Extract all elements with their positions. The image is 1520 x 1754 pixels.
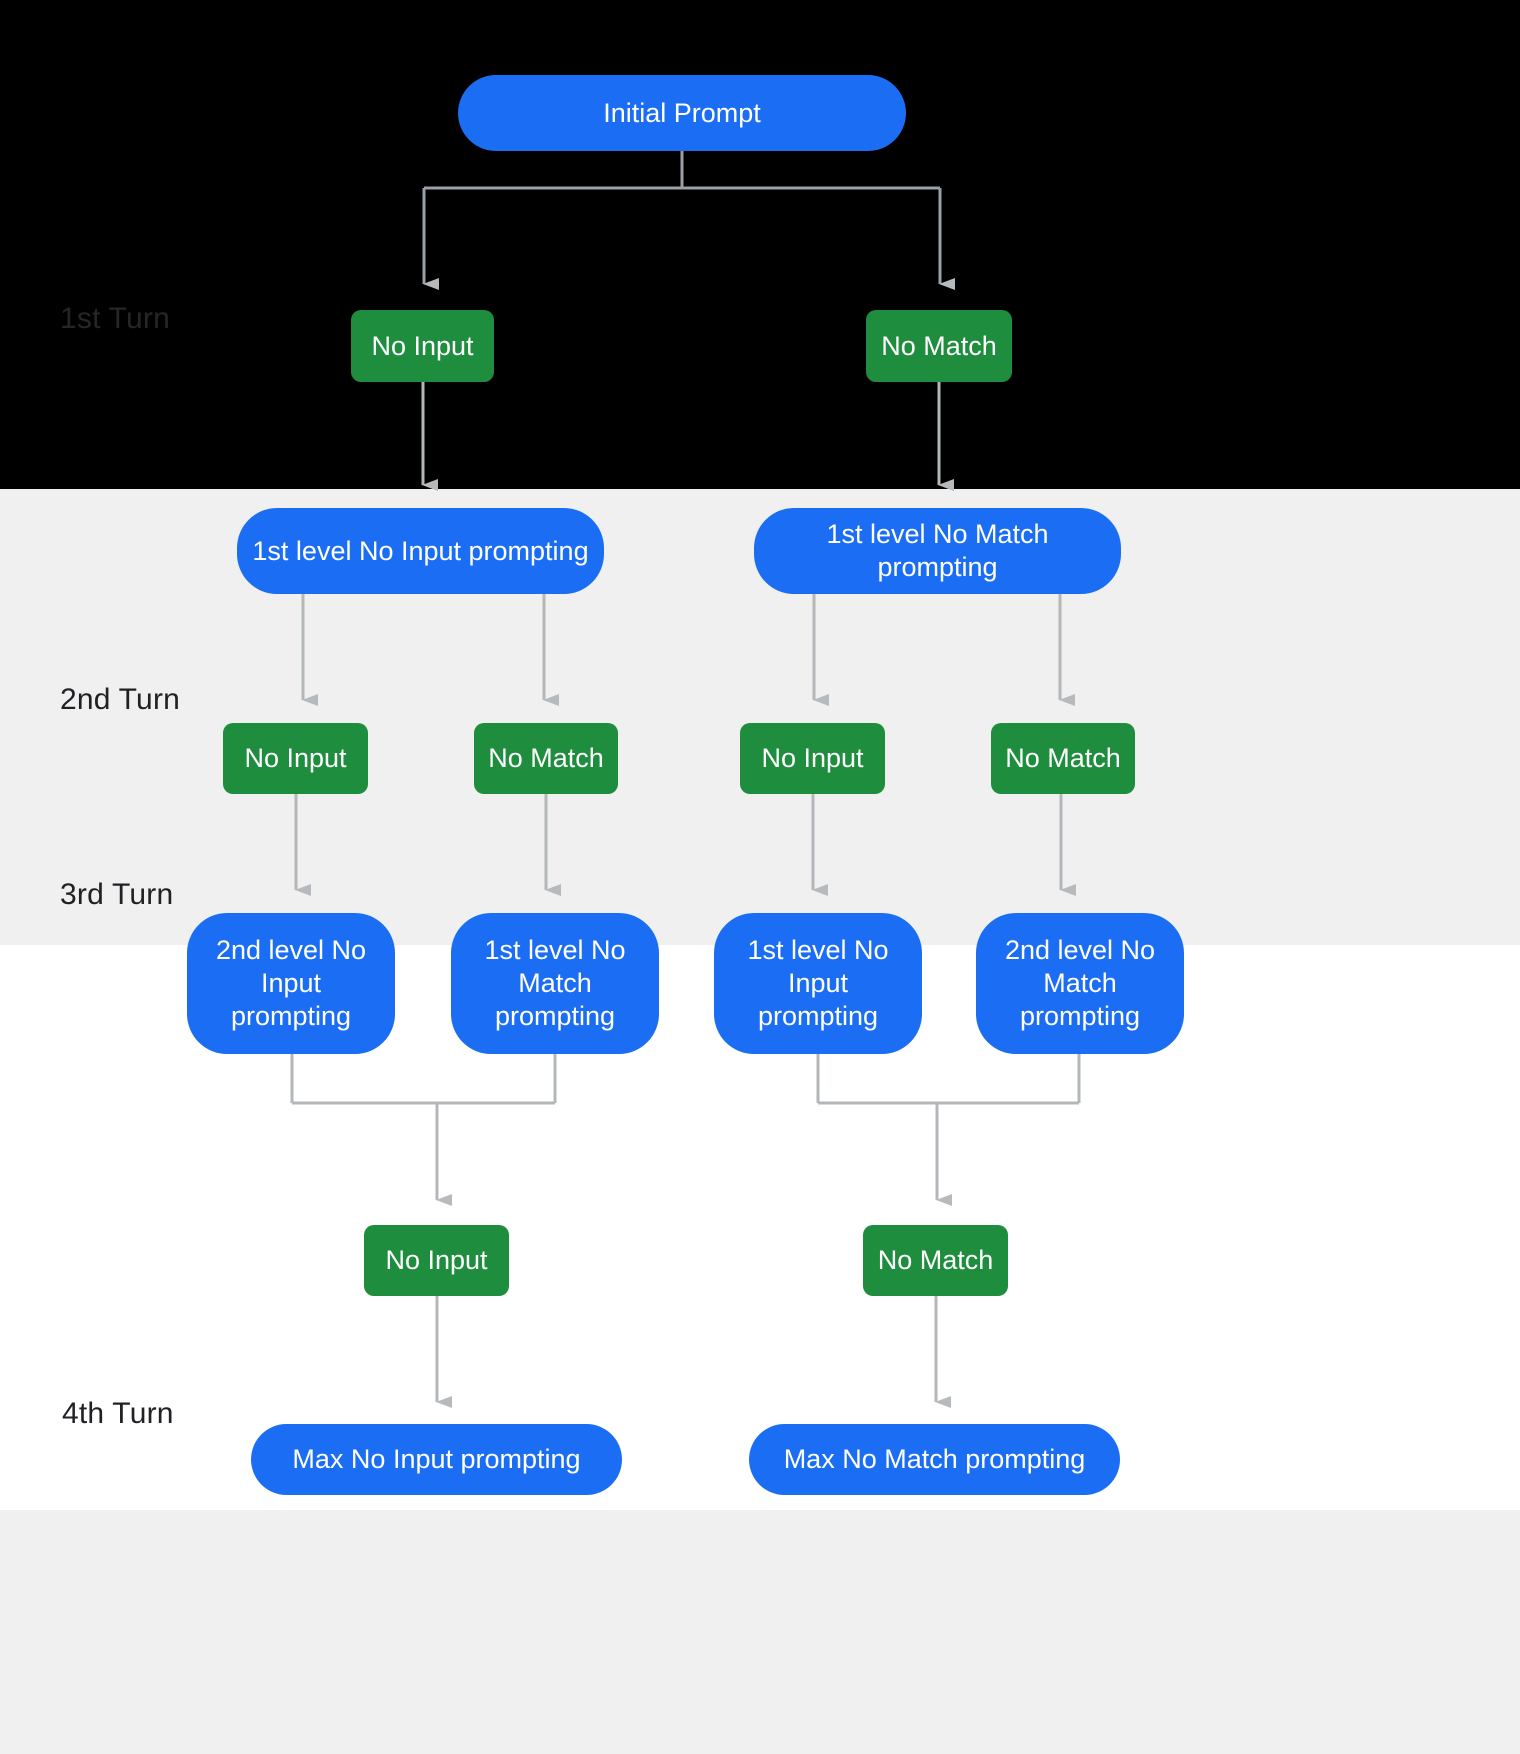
node-turn3-first-level-no-match-prompting[interactable]: 1st level No Match prompting xyxy=(451,913,659,1054)
node-turn4-max-no-input-prompting[interactable]: Max No Input prompting xyxy=(251,1424,622,1495)
node-turn4-max-no-match-prompting[interactable]: Max No Match prompting xyxy=(749,1424,1120,1495)
turn-label-1st: 1st Turn xyxy=(60,302,170,335)
turn-label-2nd: 2nd Turn xyxy=(60,683,181,716)
node-turn2-no-match-right[interactable]: No Match xyxy=(991,723,1135,794)
node-turn3-first-level-no-input-prompting[interactable]: 1st level No Input prompting xyxy=(714,913,922,1054)
node-turn1-no-match[interactable]: No Match xyxy=(866,310,1012,382)
node-turn2-no-input-right[interactable]: No Input xyxy=(740,723,885,794)
turn-label-4th: 4th Turn xyxy=(62,1397,174,1430)
node-turn2-first-level-no-match-prompting[interactable]: 1st level No Match prompting xyxy=(754,508,1121,594)
node-turn3-second-level-no-input-prompting[interactable]: 2nd level No Input prompting xyxy=(187,913,395,1054)
node-turn3-no-match[interactable]: No Match xyxy=(863,1225,1008,1296)
node-turn3-no-input[interactable]: No Input xyxy=(364,1225,509,1296)
node-turn1-no-input[interactable]: No Input xyxy=(351,310,494,382)
node-turn2-first-level-no-input-prompting[interactable]: 1st level No Input prompting xyxy=(237,508,604,594)
node-initial-prompt[interactable]: Initial Prompt xyxy=(458,75,906,151)
node-turn2-no-input-left[interactable]: No Input xyxy=(223,723,368,794)
turn-label-3rd: 3rd Turn xyxy=(60,878,174,911)
turn-band-4 xyxy=(0,1510,1520,1754)
node-turn2-no-match-left[interactable]: No Match xyxy=(474,723,618,794)
turn-band-1 xyxy=(0,0,1520,489)
node-turn3-second-level-no-match-prompting[interactable]: 2nd level No Match prompting xyxy=(976,913,1184,1054)
